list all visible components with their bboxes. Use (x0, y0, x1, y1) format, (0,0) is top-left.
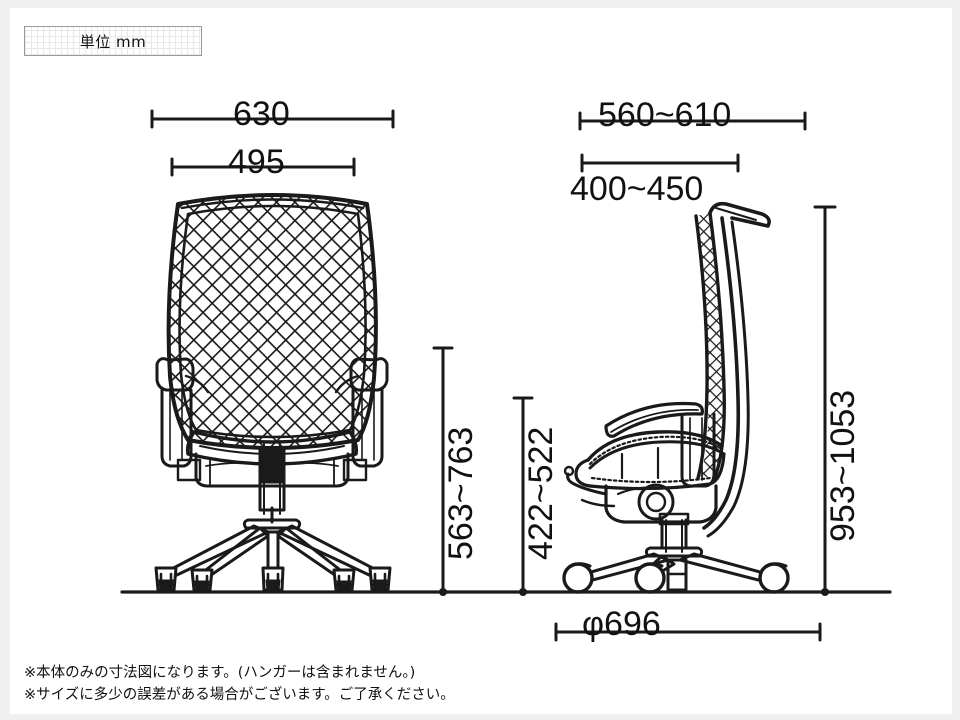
front-right-armrest-pad (349, 357, 389, 392)
dimline-560-610 (578, 111, 807, 131)
side-seat-front-edge (588, 452, 726, 491)
drawing-page: 単位 mm (10, 8, 952, 714)
dimline-phi696 (554, 622, 822, 642)
dimension-label-front-seat-width: 495 (228, 143, 285, 181)
dimline-400-450 (580, 153, 740, 173)
front-seat-shell (185, 430, 359, 466)
front-casters (154, 566, 392, 592)
dimline-422-522 (512, 396, 534, 596)
front-backrest-inner-frame (178, 204, 367, 439)
side-base-column (666, 558, 688, 592)
dimension-label-side-depth: 560~610 (598, 96, 732, 134)
side-back-rear-post (694, 214, 709, 480)
unit-label-text: 単位 mm (79, 32, 147, 51)
dimension-label-seat-height: 422~522 (522, 426, 560, 560)
dimline-630 (150, 109, 395, 129)
side-armrest-pad (604, 401, 704, 438)
footnote-2: ※サイズに多少の誤差がある場合がございます。ご了承ください。 (24, 686, 455, 703)
chair-dimension-drawing (120, 109, 892, 642)
dimline-495 (170, 157, 356, 177)
dimension-label-total-height: 953~1053 (824, 389, 862, 542)
side-seat-top (586, 430, 724, 462)
unit-label-box: 単位 mm (24, 26, 202, 56)
dimline-563-763 (432, 346, 454, 596)
front-left-armrest-pad (155, 357, 195, 392)
dimension-label-side-seat-depth: 400~450 (570, 170, 704, 208)
footnotes: ※本体のみの寸法図になります。(ハンガーは含まれません。) ※サイズに多少の誤差… (24, 663, 455, 707)
dimline-953-1053 (813, 205, 837, 596)
footnote-1: ※本体のみの寸法図になります。(ハンガーは含まれません。) (24, 665, 416, 681)
side-hanger-hook (708, 201, 771, 228)
front-seat-mechanism (194, 452, 350, 488)
dimension-label-base-diameter: φ696 (582, 605, 661, 643)
side-back-outer-frame (702, 216, 741, 530)
front-backrest-mesh (168, 195, 376, 448)
dimension-label-front-width: 630 (233, 95, 290, 133)
dimension-label-back-height: 563~763 (442, 426, 480, 560)
side-casters (562, 562, 790, 594)
front-backrest-frame (166, 193, 378, 450)
